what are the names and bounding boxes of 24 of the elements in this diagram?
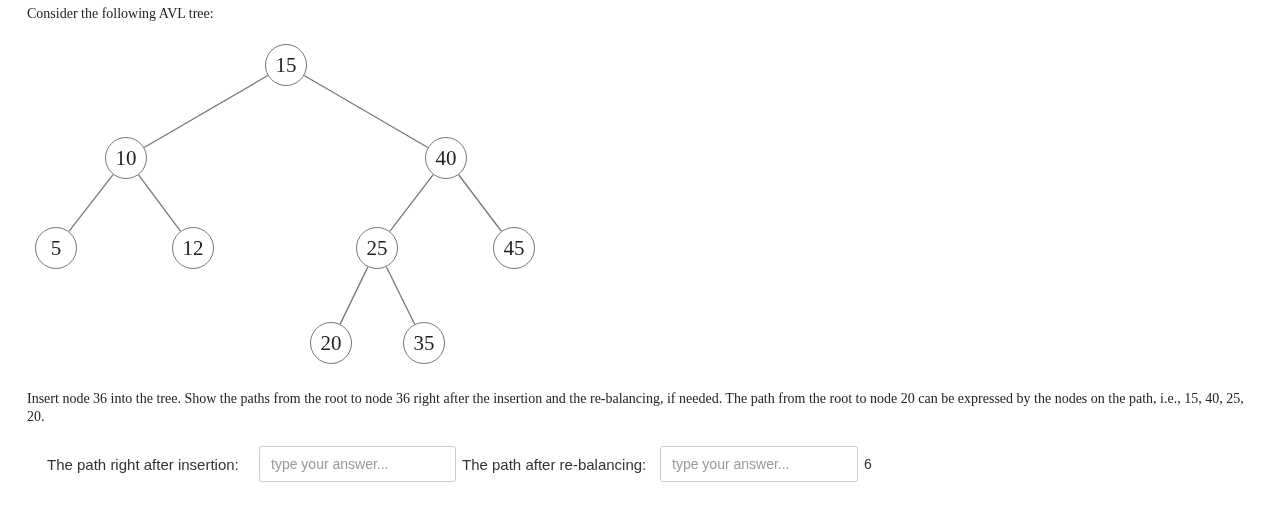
field-label: The path after re-balancing: <box>462 456 647 473</box>
field-label: The path right after insertion: <box>47 456 239 473</box>
tree-node-circle: 12 <box>172 227 214 269</box>
tree-edge-line <box>68 173 114 233</box>
tree-node-circle: 5 <box>35 227 77 269</box>
tree-edge-line <box>339 266 369 325</box>
answer-field: type your answer... <box>660 446 858 482</box>
tree-edge-line <box>385 266 416 325</box>
tree-node-circle: 15 <box>265 44 307 86</box>
tree-node-circle: 10 <box>105 137 147 179</box>
number-text: 6 <box>864 456 872 472</box>
tree-node-circle: 40 <box>425 137 467 179</box>
tree-edge-line <box>389 174 434 232</box>
tree-edge-line <box>303 74 429 149</box>
tree-edge-line <box>458 174 502 232</box>
intro-text: Consider the following AVL tree: <box>27 6 214 22</box>
tree-edge-line <box>143 74 269 149</box>
tree-node-circle: 35 <box>403 322 445 364</box>
tree-node-circle: 45 <box>493 227 535 269</box>
question-text: Insert node 36 into the tree. Show the paths from the root to node 36 right after the insertion and the re-balancing, if needed. The path from the root to node 20 can be expressed by the nodes on the path, i.e., 15, 40, 25, 20. <box>27 390 1245 426</box>
tree-node-circle: 20 <box>310 322 352 364</box>
tree-edge-line <box>137 174 182 232</box>
answer-field: type your answer... <box>259 446 456 482</box>
tree-node-circle: 25 <box>356 227 398 269</box>
